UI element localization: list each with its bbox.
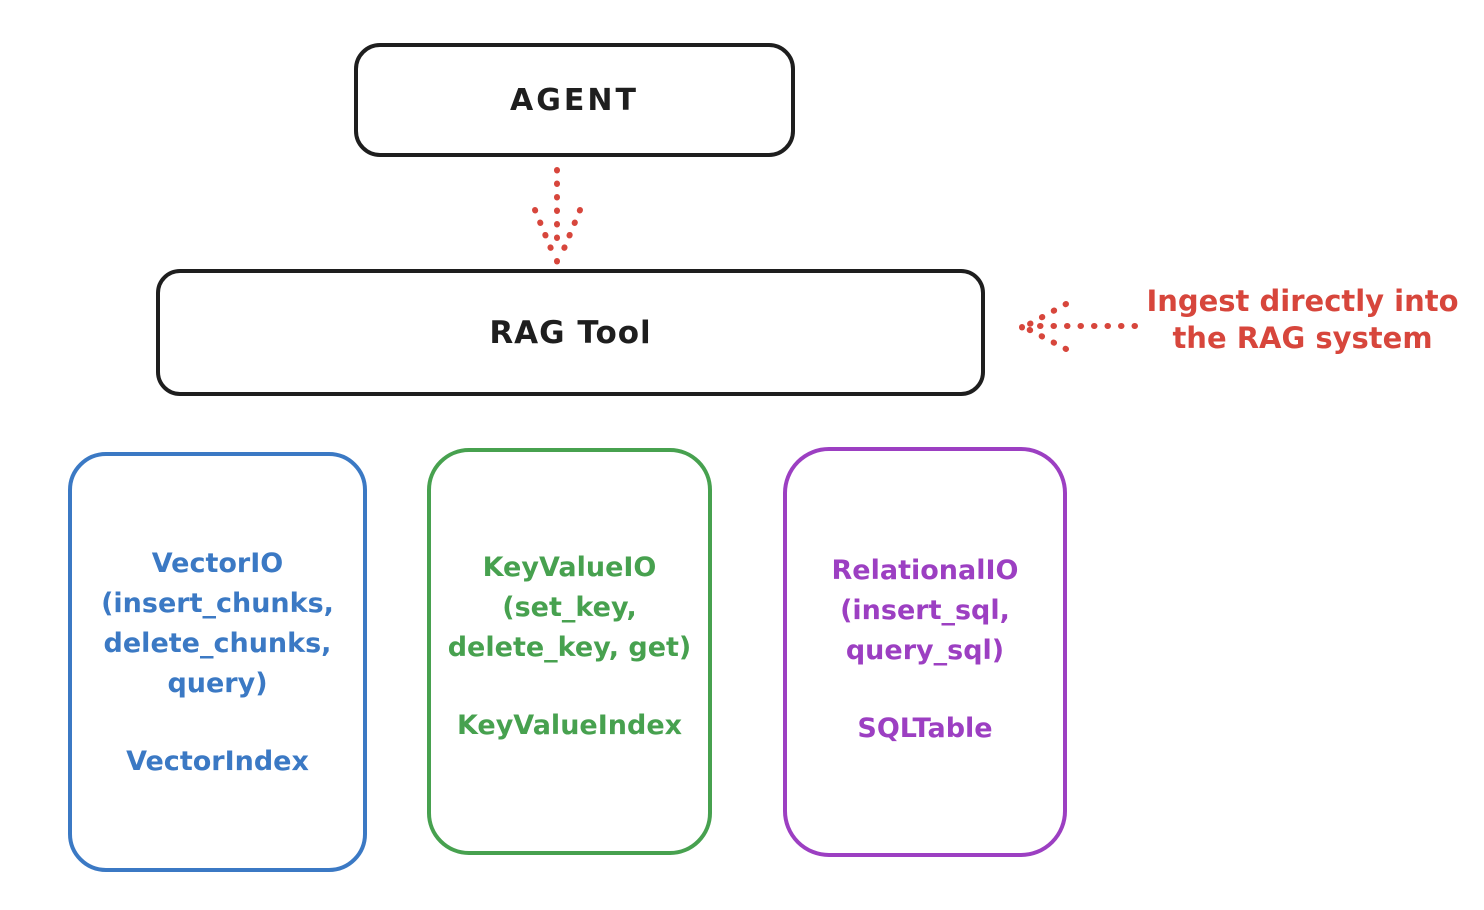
text-line: query) [167,668,268,699]
keyvalueio-index-label: KeyValueIndex [456,710,683,741]
keyvalueio-box: KeyValueIO (set_key, delete_key, get) Ke… [427,448,712,855]
vectorio-index-label: VectorIndex [126,746,309,777]
rag-tool-box: RAG Tool [156,269,985,396]
text-line: query_sql) [845,635,1005,666]
dotted-arrow-down-icon [532,167,583,265]
agent-label: AGENT [510,82,639,118]
text-line: (set_key, [502,592,637,623]
relationalio-box: RelationalIO (insert_sql, query_sql) SQL… [783,447,1067,857]
agent-box: AGENT [354,43,795,157]
text-line: RelationalIO [831,555,1019,586]
relationalio-signature: RelationalIO (insert_sql, query_sql) [832,551,1019,671]
text-line: delete_key, get) [447,632,692,663]
vectorio-box: VectorIO (insert_chunks, delete_chunks, … [68,452,367,872]
text-line: (insert_sql, [840,595,1010,626]
text-line: KeyValueIO [482,552,657,583]
ingest-annotation: Ingest directly into the RAG system [1130,283,1475,357]
dotted-arrow-left-icon [1019,301,1138,352]
ingest-annotation-line: the RAG system [1172,321,1433,355]
text-line: delete_chunks, [103,628,332,659]
text-line: (insert_chunks, [101,588,334,619]
ingest-annotation-line: Ingest directly into [1146,284,1459,318]
rag-tool-label: RAG Tool [489,314,652,351]
vectorio-signature: VectorIO (insert_chunks, delete_chunks, … [101,544,334,704]
text-line: VectorIO [151,548,284,579]
keyvalueio-signature: KeyValueIO (set_key, delete_key, get) [448,548,692,668]
relationalio-index-label: SQLTable [857,713,993,744]
